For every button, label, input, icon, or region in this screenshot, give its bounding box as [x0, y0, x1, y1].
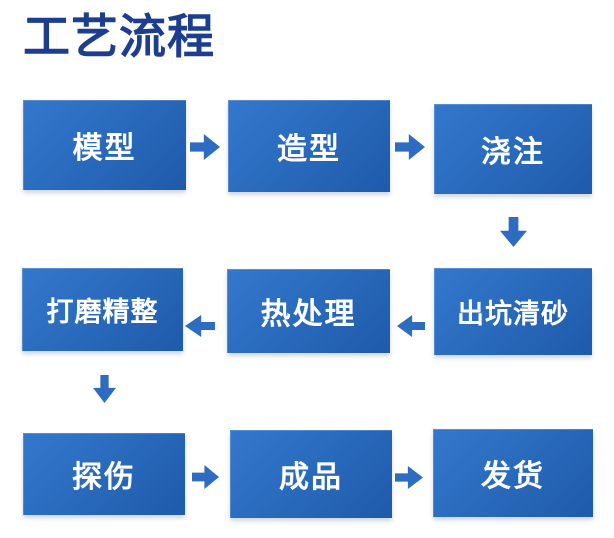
- page-title: 工艺流程: [23, 10, 215, 63]
- flow-step-pouring: 浇注: [434, 104, 592, 194]
- flow-step-label: 打磨精整: [46, 297, 159, 327]
- flow-step-label: 成品: [279, 461, 343, 494]
- flow-step-label: 出坑清砂: [457, 299, 569, 329]
- flow-step-label: 模型: [72, 132, 137, 165]
- arrow-right-icon: [395, 134, 425, 160]
- flow-step-finished-product: 成品: [230, 430, 392, 518]
- arrow-right-icon: [395, 466, 423, 489]
- arrow-down-icon: [93, 375, 116, 403]
- flow-step-shakeout-sand-cleaning: 出坑清砂: [434, 268, 592, 355]
- arrow-left-icon: [397, 315, 425, 337]
- flow-step-molding: 造型: [228, 100, 390, 192]
- flow-step-model: 模型: [23, 100, 186, 190]
- arrow-down-icon: [500, 217, 527, 247]
- flow-step-heat-treatment: 热处理: [227, 269, 390, 353]
- arrow-right-icon: [190, 134, 220, 160]
- flow-step-grinding-finishing: 打磨精整: [22, 268, 183, 351]
- flow-step-label: 发货: [481, 460, 545, 493]
- flow-step-label: 浇注: [481, 136, 545, 169]
- flow-step-shipping: 发货: [433, 429, 593, 517]
- flow-step-label: 热处理: [260, 298, 357, 331]
- flow-step-flaw-detection: 探伤: [23, 433, 185, 515]
- flow-step-label: 造型: [277, 133, 341, 166]
- flow-step-label: 探伤: [72, 461, 136, 494]
- arrow-right-icon: [192, 465, 219, 489]
- arrow-left-icon: [185, 315, 215, 337]
